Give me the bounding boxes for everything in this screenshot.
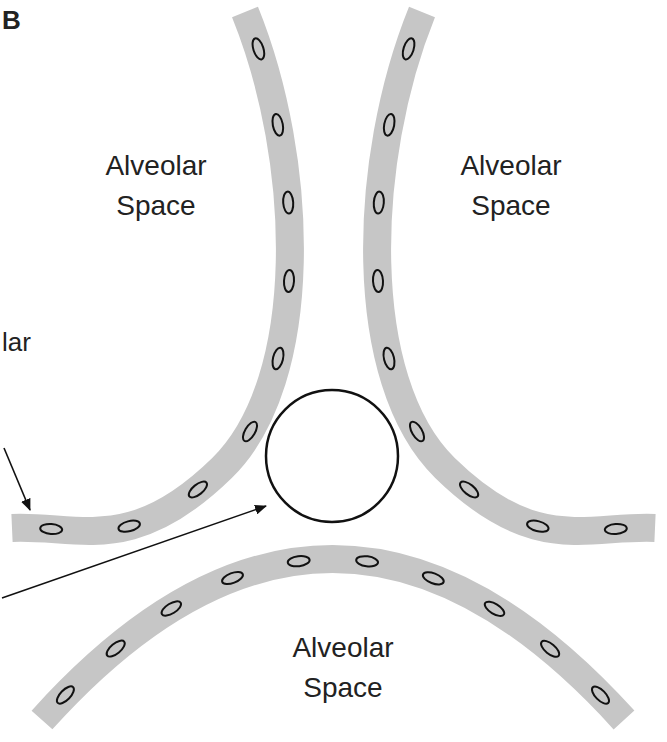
- cell-nucleus: [373, 191, 385, 214]
- cell-nucleus: [526, 519, 550, 534]
- region-label: Alveolar Space: [81, 146, 231, 226]
- cell-nucleus: [117, 519, 141, 534]
- alveolar-wall: [42, 559, 624, 720]
- cell-nucleus: [421, 570, 445, 587]
- cell-nucleus: [407, 419, 427, 443]
- alveolar-wall: [12, 12, 290, 531]
- cell-nucleus: [483, 599, 507, 619]
- cell-nuclei: [40, 37, 627, 707]
- cell-nucleus: [240, 419, 260, 443]
- cell-nucleus: [287, 555, 310, 568]
- leader-line: [4, 448, 30, 510]
- cell-nucleus: [356, 555, 379, 568]
- cell-nucleus: [283, 270, 294, 293]
- panel-letter: B: [2, 0, 42, 40]
- cell-nucleus: [382, 347, 397, 371]
- cell-nucleus: [54, 684, 77, 707]
- leader-line: [2, 506, 266, 598]
- cell-nucleus: [40, 523, 63, 535]
- cut-label: lar: [2, 322, 62, 362]
- capillary: [266, 390, 398, 522]
- cell-nucleus: [271, 113, 285, 136]
- cell-nucleus: [457, 479, 480, 501]
- cell-nucleus: [220, 569, 244, 586]
- cell-nucleus: [382, 113, 396, 136]
- cell-nucleus: [271, 347, 286, 371]
- region-label: Alveolar Space: [268, 628, 418, 708]
- cell-nucleus: [186, 479, 209, 501]
- alveolar-wall: [377, 12, 655, 531]
- cell-nucleus: [400, 37, 416, 61]
- cell-nucleus: [538, 638, 561, 660]
- cell-nucleus: [159, 598, 183, 618]
- cell-nucleus: [250, 37, 266, 61]
- cell-nucleus: [104, 638, 127, 660]
- cell-nucleus: [282, 191, 294, 214]
- cell-nucleus: [604, 523, 627, 535]
- region-label: Alveolar Space: [436, 146, 586, 226]
- cell-nucleus: [589, 684, 612, 707]
- cell-nucleus: [372, 270, 383, 293]
